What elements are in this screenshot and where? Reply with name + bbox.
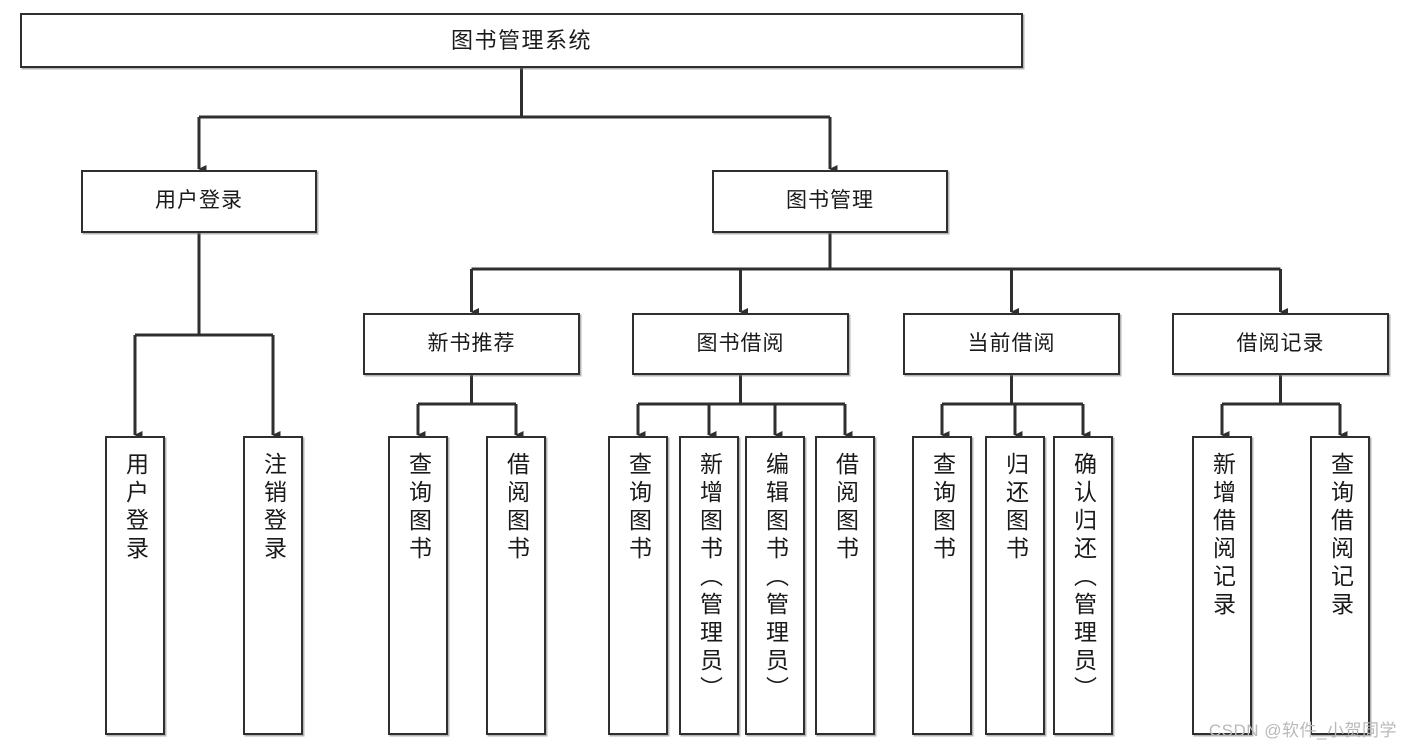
leaf-query-book[interactable]: 查询图书	[608, 436, 668, 735]
node-label: 查询图书	[405, 452, 432, 564]
node-label: 借阅记录	[1236, 331, 1325, 355]
node-current-borrow[interactable]: 当前借阅	[903, 313, 1120, 375]
node-label: 新增图书（管理员）	[696, 452, 723, 704]
node-label: 查询借阅记录	[1327, 452, 1354, 620]
leaf-user-login[interactable]: 用户登录	[105, 436, 165, 735]
node-new-book-recommend[interactable]: 新书推荐	[363, 313, 580, 375]
leaf-query-borrow-record[interactable]: 查询借阅记录	[1310, 436, 1370, 735]
leaf-borrow-book-recommend[interactable]: 借阅图书	[486, 436, 546, 735]
node-label: 新书推荐	[427, 331, 516, 355]
leaf-logout[interactable]: 注销登录	[243, 436, 303, 735]
node-label: 查询图书	[625, 452, 652, 564]
leaf-query-book-recommend[interactable]: 查询图书	[388, 436, 448, 735]
node-label: 新增借阅记录	[1209, 452, 1236, 620]
leaf-return-book[interactable]: 归还图书	[985, 436, 1045, 735]
node-label: 确认归还（管理员）	[1070, 452, 1097, 704]
node-label: 编辑图书（管理员）	[762, 452, 789, 704]
node-label: 查询图书	[929, 452, 956, 564]
node-user-login[interactable]: 用户登录	[81, 170, 317, 233]
leaf-borrow-book[interactable]: 借阅图书	[815, 436, 875, 735]
node-label: 图书管理系统	[450, 27, 592, 53]
node-book-management[interactable]: 图书管理	[712, 170, 948, 233]
leaf-add-book-admin[interactable]: 新增图书（管理员）	[679, 436, 739, 735]
node-label: 归还图书	[1002, 452, 1029, 564]
node-borrow-record[interactable]: 借阅记录	[1172, 313, 1389, 375]
leaf-confirm-return-admin[interactable]: 确认归还（管理员）	[1053, 436, 1113, 735]
leaf-edit-book-admin[interactable]: 编辑图书（管理员）	[745, 436, 805, 735]
node-root[interactable]: 图书管理系统	[20, 13, 1023, 68]
watermark: CSDN @软件_小贺同学	[1208, 721, 1397, 740]
node-label: 借阅图书	[503, 452, 530, 564]
leaf-add-borrow-record[interactable]: 新增借阅记录	[1192, 436, 1252, 735]
node-label: 用户登录	[155, 189, 243, 213]
node-label: 用户登录	[122, 452, 149, 564]
node-label: 图书借阅	[696, 331, 785, 355]
node-label: 借阅图书	[832, 452, 859, 564]
node-book-borrow[interactable]: 图书借阅	[632, 313, 849, 375]
node-label: 当前借阅	[967, 331, 1056, 355]
node-label: 图书管理	[786, 189, 874, 213]
leaf-query-book-current[interactable]: 查询图书	[912, 436, 972, 735]
node-label: 注销登录	[260, 452, 287, 564]
